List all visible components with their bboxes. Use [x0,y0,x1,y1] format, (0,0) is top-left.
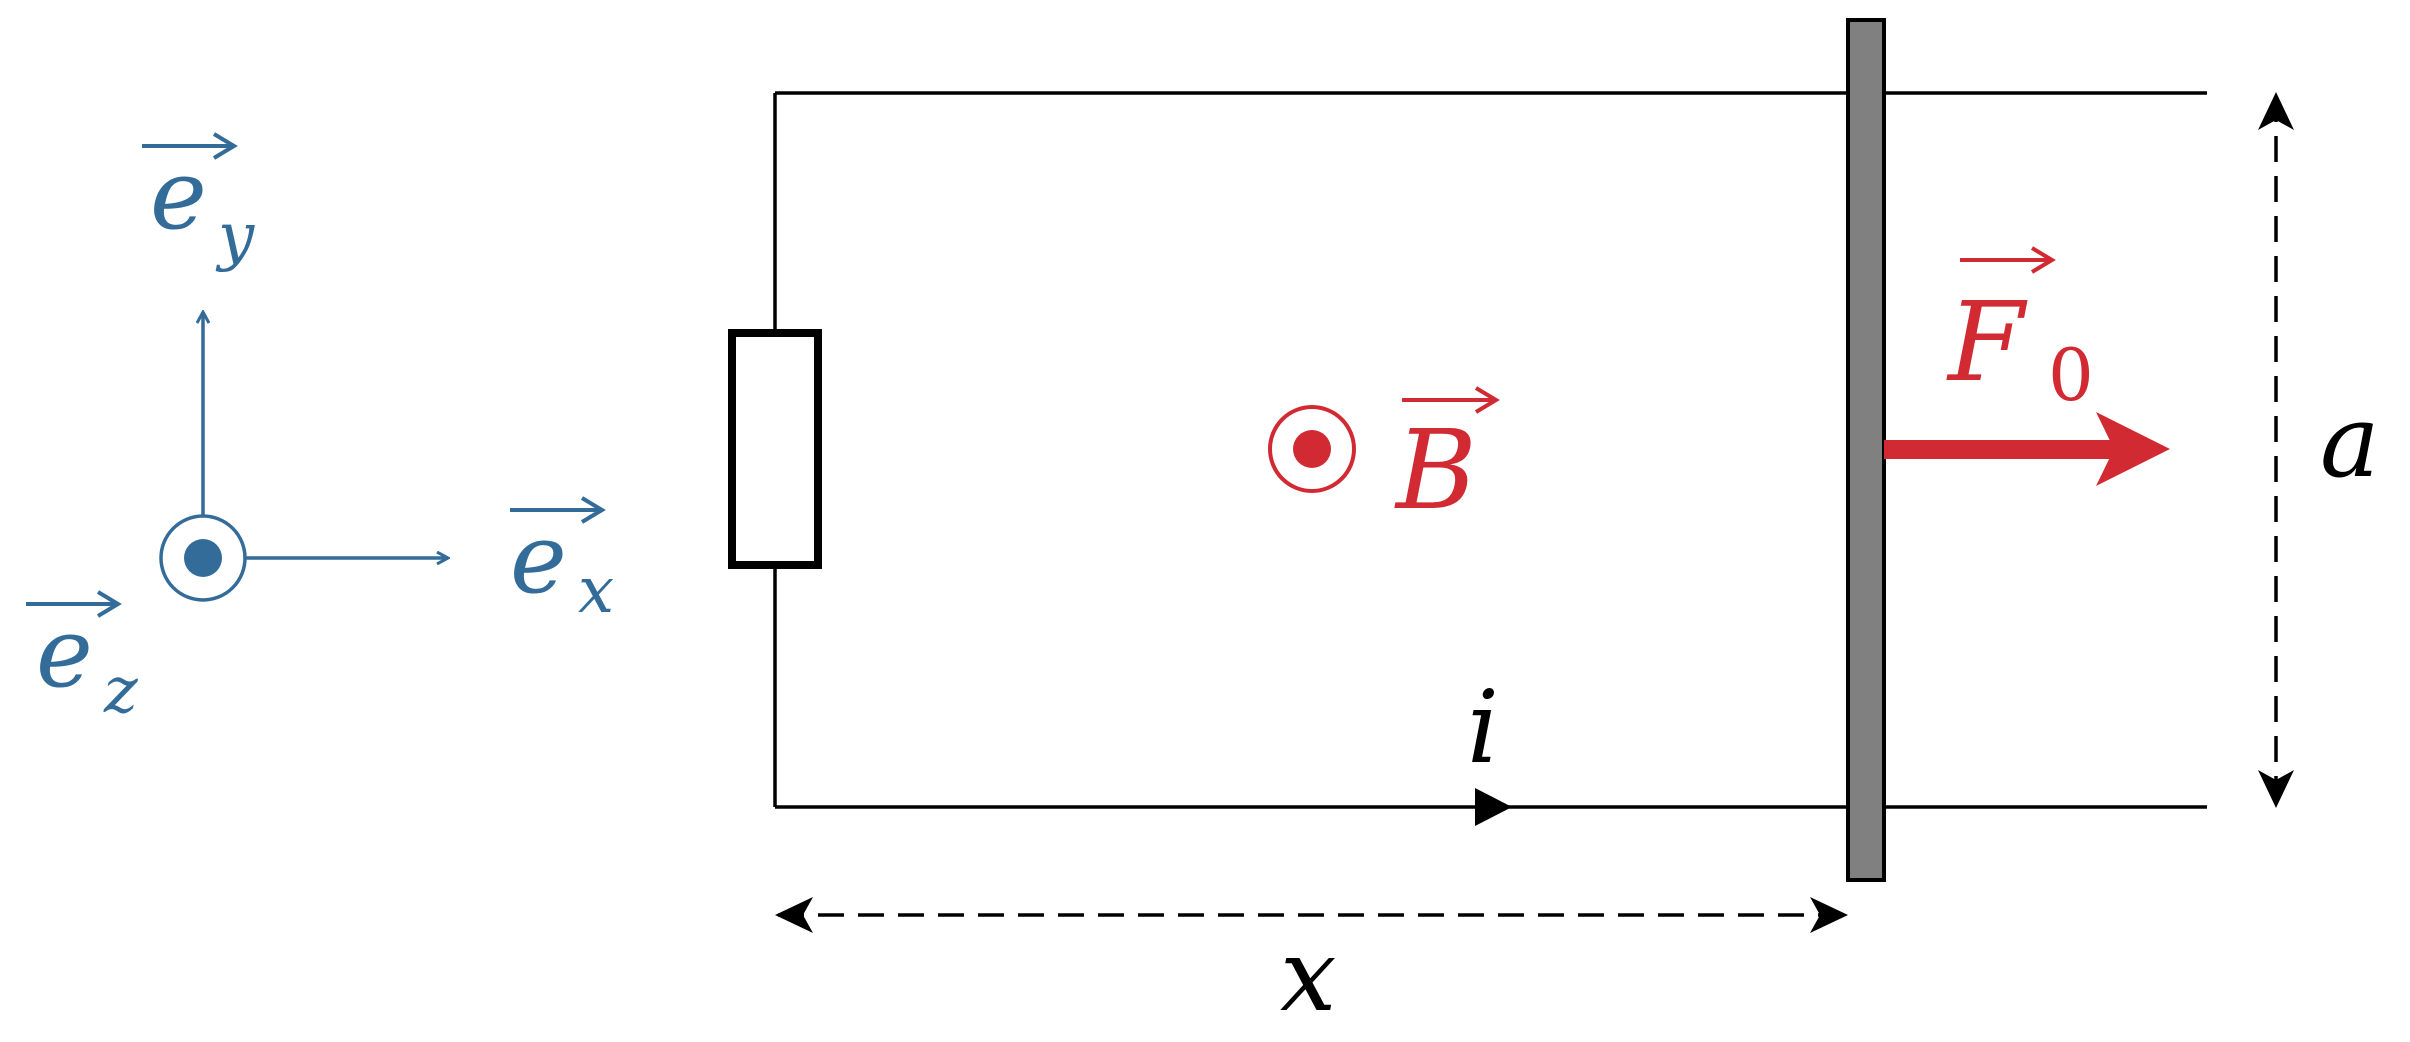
ez-vector-arrow [26,590,122,618]
force-arrow-head [2096,412,2170,486]
ex-vector-arrow [510,496,606,524]
ex-label: e x [510,496,614,628]
field-label: B [1394,406,1477,534]
force-label-sub: 0 [2048,333,2094,417]
ez-out-of-plane-dot [184,539,222,577]
dimension-a: a [2258,92,2380,808]
ez-label-base: e [36,597,93,709]
ex-label-sub: x [578,554,614,628]
ey-label: e y [142,132,255,274]
current-label: i [1467,669,1499,786]
sliding-rod [1846,18,1886,882]
ey-label-sub: y [215,200,255,274]
resistor [728,329,822,569]
ey-vector-arrow [142,132,238,160]
coordinate-axes: e y e x e z [26,132,614,728]
dimension-x: x [775,897,1848,1034]
a-dimension-label: a [2320,383,2380,500]
x-dimension-arrowhead-left [775,897,813,933]
applied-force: F 0 [1884,246,2170,486]
force-arrow-shaft [1884,440,2124,459]
x-dimension-arrowhead-right [1810,897,1848,933]
force-label-base: F [1946,278,2028,406]
force-vector-arrow [1960,246,2056,274]
field-out-of-plane-dot [1293,430,1331,468]
ez-label: e z [26,590,139,728]
ez-label-sub: z [103,654,139,728]
ex-label-base: e [510,503,567,615]
ey-label-base: e [150,139,207,251]
current-direction-arrowhead [1475,788,1512,826]
field-vector-arrow [1402,386,1500,414]
magnetic-field: B [1268,386,1500,534]
a-dimension-arrowhead-top [2258,92,2294,130]
a-dimension-arrowhead-bottom [2258,770,2294,808]
x-dimension-label: x [1280,917,1336,1034]
